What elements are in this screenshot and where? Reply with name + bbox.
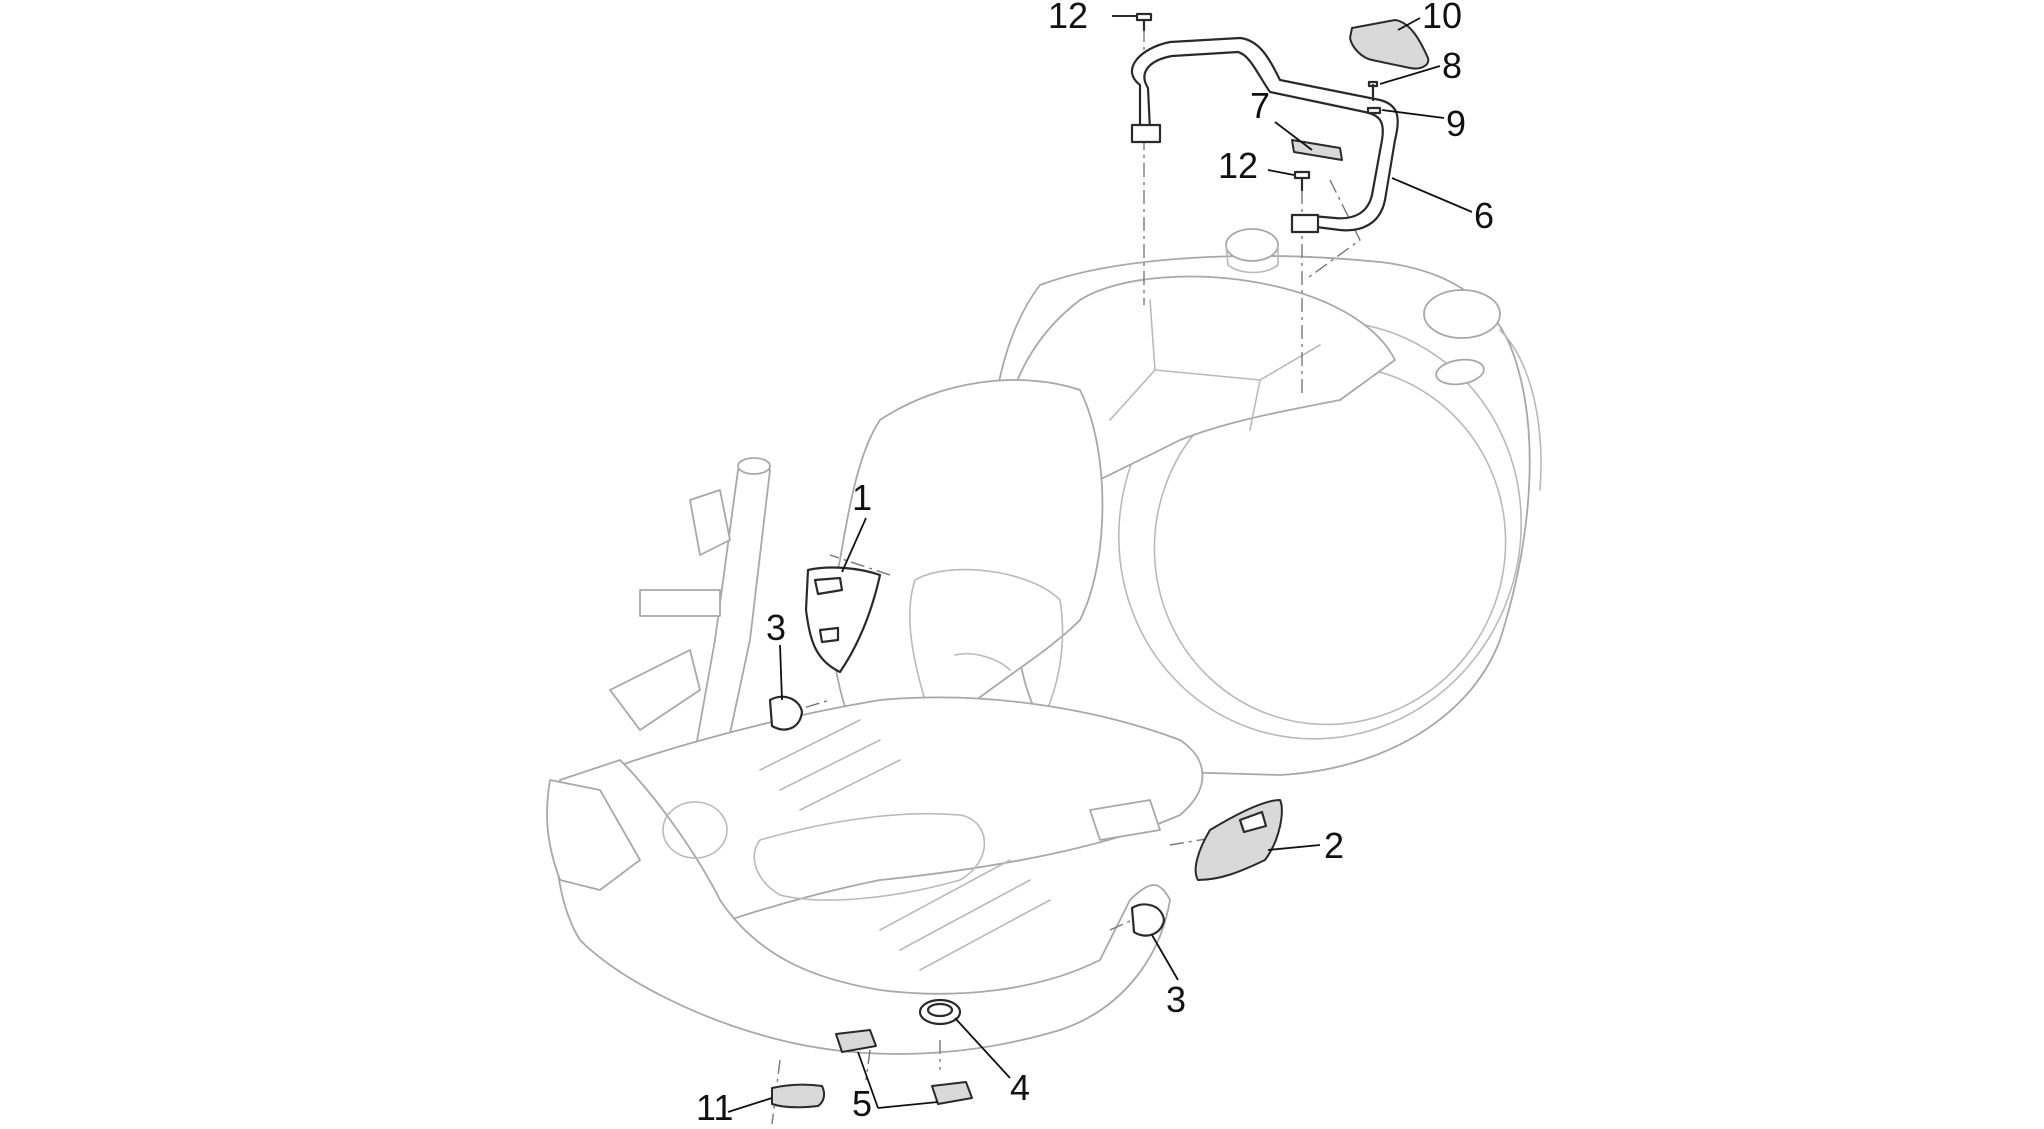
steering-tube-top (737, 457, 771, 475)
cap-part-3b (1130, 903, 1166, 937)
callout-7: 6 (1474, 195, 1494, 236)
front-fender (546, 779, 641, 891)
cap-part-3a (768, 695, 804, 731)
front-light-opening (662, 801, 728, 859)
rubber-pad-part-6 (771, 1083, 826, 1109)
handle-foot-left (1130, 123, 1162, 144)
center-tunnel (831, 379, 1104, 781)
side-hatch (1435, 358, 1485, 386)
callout-9: 7 (1250, 85, 1270, 126)
leader-5 (857, 1051, 939, 1109)
callout-1: 1 (852, 477, 872, 518)
rubber-block-part-5a (835, 1029, 877, 1053)
leader-8 (1397, 17, 1421, 31)
side-panel-oval-inner (1153, 364, 1507, 726)
parts (768, 12, 1430, 1109)
leader-10 (1379, 65, 1441, 85)
callout-2: 2 (1324, 825, 1344, 866)
rubber-block-part-5b (931, 1081, 973, 1105)
callout-12b: 12 (1218, 145, 1258, 186)
callout-6: 11 (696, 1087, 733, 1124)
callout-labels: 12 10 8 9 7 12 6 1 3 2 3 4 5 11 (696, 0, 1494, 1128)
grab-handle-part-7 (1130, 36, 1399, 232)
washer-part-11 (1366, 106, 1382, 115)
leg-shield-slot (954, 652, 1011, 671)
axis-part-1 (829, 554, 891, 576)
callout-8: 10 (1422, 0, 1462, 36)
grommet-part-4-inner (926, 1002, 954, 1018)
rear-light-housing (1423, 289, 1501, 339)
leader-6 (727, 1097, 773, 1113)
handle-foot-right (1290, 213, 1320, 234)
leader-3a (779, 644, 783, 701)
bracket-part-9 (1291, 139, 1343, 161)
floor-mat (753, 812, 986, 901)
callout-10: 8 (1442, 45, 1462, 86)
compartment-lines (1109, 299, 1321, 431)
axis-part-2 (1169, 834, 1231, 846)
bracket-lower (609, 649, 701, 731)
floor-ribs-right (879, 859, 1051, 971)
leader-4 (954, 1017, 1011, 1079)
bracket-top (689, 489, 731, 556)
leader-lines (727, 15, 1473, 1113)
footrest-pad (1089, 799, 1161, 841)
leader-11 (1381, 109, 1445, 119)
rear-fender-line (1499, 329, 1542, 491)
callout-3a: 3 (766, 607, 786, 648)
scooter-body (546, 228, 1542, 1055)
leader-9 (1274, 121, 1313, 151)
leader-3b (1151, 934, 1179, 981)
axis-part-5 (865, 1049, 871, 1081)
fuel-cap (1225, 228, 1279, 262)
front-shield (554, 759, 1171, 1055)
trim-clip (1238, 810, 1268, 834)
bracket-upper (639, 589, 721, 617)
leader-2 (1267, 844, 1321, 851)
axis-bracket-9 (1304, 179, 1361, 281)
leader-12b (1267, 169, 1295, 176)
leader-7 (1391, 177, 1473, 213)
callout-4: 4 (1010, 1067, 1030, 1108)
callout-5: 5 (852, 1083, 872, 1124)
callout-3b: 3 (1166, 979, 1186, 1020)
callout-11: 9 (1446, 103, 1466, 144)
inner-cover-clips (813, 576, 844, 644)
screw-part-12a (1135, 12, 1153, 32)
floor-ribs-left (759, 719, 901, 811)
trim-part-2 (1194, 799, 1283, 881)
callout-12a: 12 (1048, 0, 1088, 36)
bolt-part-10 (1367, 80, 1379, 102)
fuel-cap-side (1225, 244, 1279, 274)
leader-1 (841, 517, 867, 573)
cover-part-8 (1349, 19, 1430, 70)
screw-part-12b (1293, 170, 1311, 192)
